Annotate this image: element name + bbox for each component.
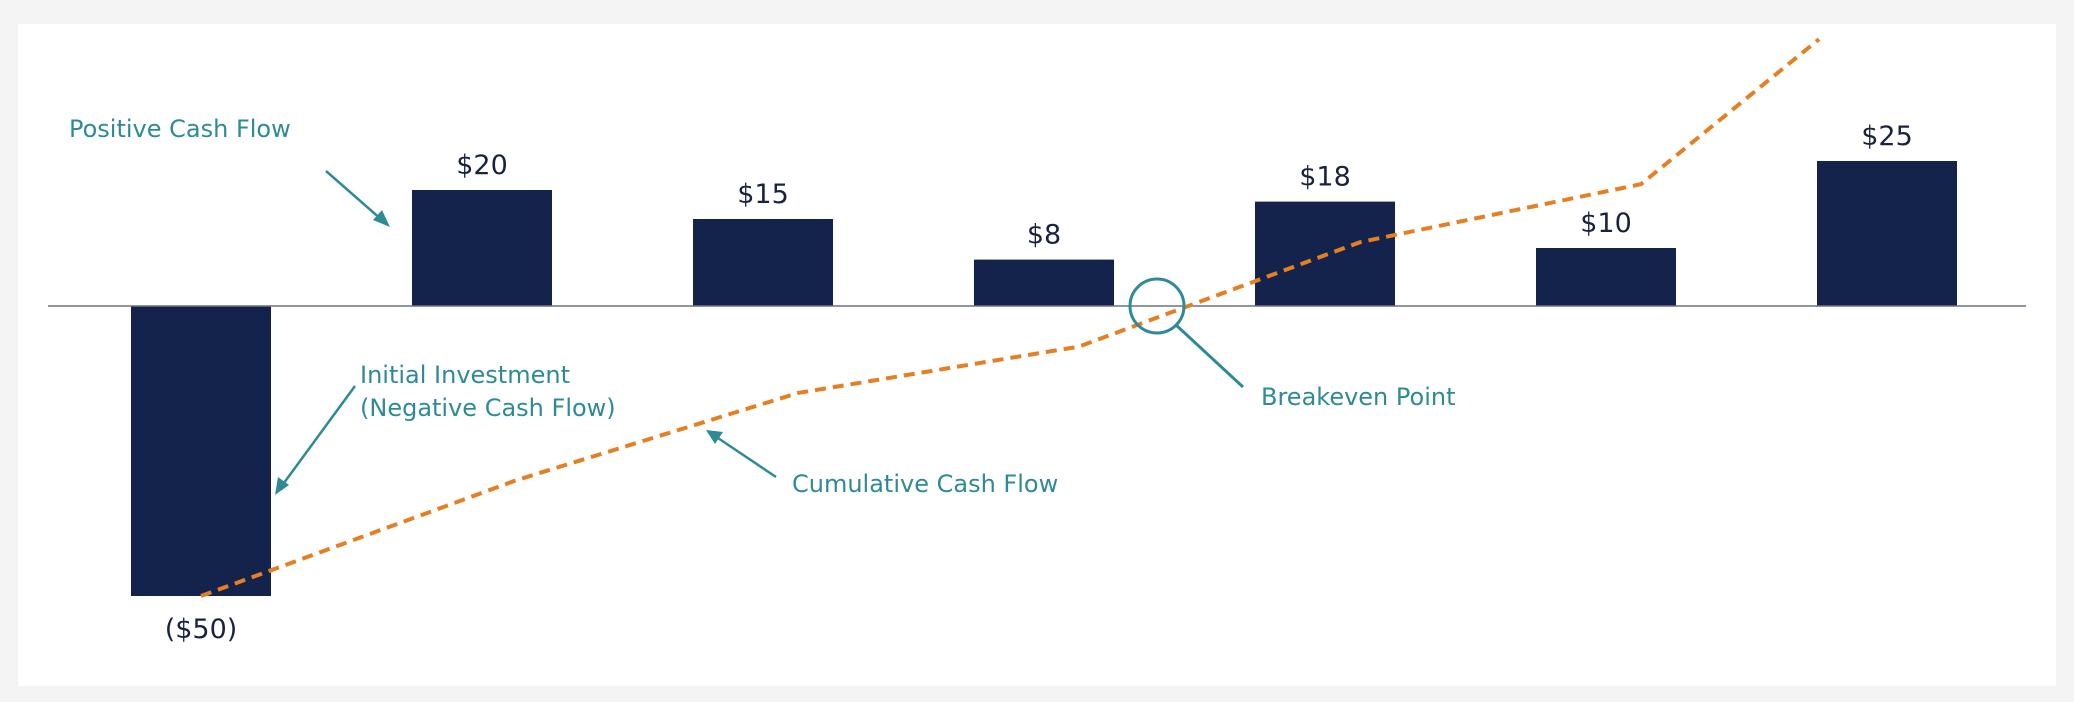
bar-3 [974,259,1114,306]
cash-flow-chart: ($50) $20 $15 $8 $18 $10 $25 Positive Cash Flo… [48,37,2026,645]
initial-investment-label-line1: Initial Investment [360,361,570,389]
bar-0 [131,306,271,596]
positive-arrow [325,170,390,227]
bar-5 [1536,248,1676,306]
magnifier-handle [1174,323,1245,389]
bar-value-label-6: $25 [1861,121,1913,152]
bar-value-label-5: $10 [1580,208,1632,239]
positive-cash-flow-label: Positive Cash Flow [69,115,291,143]
value-labels-layer: ($50) $20 $15 $8 $18 $10 $25 [165,121,1913,645]
breakeven-magnifier-icon [1128,277,1245,389]
bar-1 [412,190,552,306]
bar-value-label-3: $8 [1027,220,1061,251]
initial-investment-arrow [275,385,357,495]
chart-canvas: ($50) $20 $15 $8 $18 $10 $25 Positive Cash Flo… [18,24,2056,686]
bar-value-label-0: ($50) [165,614,238,645]
cumulative-arrow [706,430,777,479]
bar-6 [1817,161,1957,306]
bar-2 [693,219,833,306]
cumulative-cash-flow-label: Cumulative Cash Flow [792,470,1058,498]
breakeven-point-label: Breakeven Point [1261,383,1455,411]
breakeven-circle [1128,277,1186,335]
bar-value-label-4: $18 [1299,162,1351,193]
cumulative-cash-flow-line [200,37,1821,598]
initial-investment-label-line2: (Negative Cash Flow) [360,394,616,422]
bar-value-label-2: $15 [737,179,789,210]
bar-value-label-1: $20 [456,150,508,181]
